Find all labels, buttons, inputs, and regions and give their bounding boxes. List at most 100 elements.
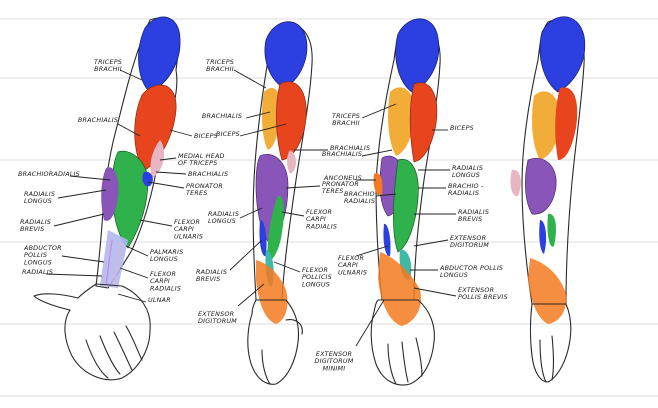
arm-1-flexor-carpi-radialis-leader — [119, 267, 149, 279]
label-line: BRACHIO - — [344, 190, 380, 198]
label-line: RADIALIS — [24, 190, 55, 198]
arm-3-brachialis-leader — [361, 149, 393, 157]
label-line: ULNAR — [148, 296, 171, 304]
label-line: RADIALIS — [208, 210, 239, 218]
arm-1-brachioradialis-leader — [69, 175, 111, 181]
label-line: PRONATOR — [186, 182, 223, 190]
arm-3-extensor-digitorum-minimi-leader — [355, 299, 385, 347]
arm-1-flexor-carpi-ulnaris-leader — [139, 219, 173, 227]
arm-2-orange — [256, 260, 288, 324]
arm-4-triceps — [532, 91, 560, 160]
arm-1-radialis-brevis-leader — [53, 213, 105, 227]
arm-3-triceps-brachii-leader — [361, 103, 397, 119]
label-line: TRICEPS — [332, 112, 360, 120]
arm-1-pronator-teres-leader — [147, 181, 185, 189]
label-line: BRACHIORADIALIS — [18, 170, 80, 178]
label-line: BREVIS — [458, 215, 482, 223]
arm-1-label-radialis: RADIALIS — [22, 268, 53, 276]
label-line: LONGUS — [24, 197, 52, 205]
label-line: TRICEPS — [94, 58, 122, 66]
label-line: RADIALIS — [452, 164, 483, 172]
arm-4-hand — [529, 303, 572, 383]
arm-3-orange-tendons — [378, 252, 422, 326]
label-line: RADIALIS — [344, 197, 375, 205]
arm-3-blue-low — [383, 223, 391, 257]
label-line: LONGUS — [24, 258, 52, 266]
label-line: DIGITORUM — [450, 241, 489, 249]
label-line: BICEPS — [216, 130, 240, 138]
label-line: ULNARIS — [174, 232, 203, 240]
label-line: LONGUS — [440, 271, 468, 279]
label-line: DIGITORUM — [314, 357, 353, 365]
label-line: ANCONEUS — [323, 174, 362, 182]
arm-2-radialis-brevis-leader — [229, 239, 263, 271]
arm-1-triceps-brachii-leader — [119, 69, 143, 81]
arm-2-label-brachialis: BRACHIALIS — [202, 112, 242, 120]
label-line: PRONATOR — [322, 180, 359, 188]
label-line: FLEXOR — [306, 208, 332, 216]
arm-1-radialis-longus-leader — [57, 189, 107, 199]
arm-2-radialis-longus-leader — [239, 207, 263, 219]
label-line: ULNARIS — [338, 268, 367, 276]
arm-1-label-biceps: BICEPS — [194, 132, 218, 140]
label-line: BREVIS — [196, 275, 220, 283]
arm-4-figure — [510, 16, 586, 383]
label-line: CARPI — [174, 225, 194, 233]
label-line: BICEPS — [450, 124, 474, 132]
arm-4-blue-low — [539, 220, 547, 254]
label-line: BRACHIALIS — [322, 150, 362, 158]
label-line: EXTENSOR — [198, 310, 234, 318]
label-line: BICEPS — [194, 132, 218, 140]
arm-3-flexor-carpi-ulnaris-leader — [355, 245, 389, 257]
label-line: BRACHIALIS — [188, 170, 228, 178]
arm-2-label-biceps: BICEPS — [216, 130, 240, 138]
label-line: RADIALIS — [22, 268, 53, 276]
arm-1-brachialis-leader — [117, 123, 141, 137]
arm-1-brachialis-2-leader — [155, 171, 187, 175]
label-line: EXTENSOR — [316, 350, 352, 358]
label-line: LONGUS — [302, 280, 330, 288]
arm-2-flexor-carpi-radialis-leader — [281, 211, 305, 217]
arm-4-biceps — [555, 87, 578, 160]
arm-3-deltoid — [395, 18, 440, 93]
arm-3-label-anconeus: ANCONEUS — [323, 174, 362, 182]
label-line: BRACHIALIS — [202, 112, 242, 120]
arm-3-orange-elbow — [373, 173, 383, 196]
label-line: EXTENSOR — [450, 234, 486, 242]
arm-3-biceps — [409, 82, 438, 163]
arm-2-extensor-digitorum-leader — [237, 283, 265, 307]
arm-1-label-brachialis: BRACHIALIS — [78, 116, 118, 124]
arm-2-brachialis-leader — [245, 111, 271, 119]
arm-2-flexor-pollicis-longus-leader — [273, 261, 301, 273]
label-line: BRACHII — [206, 65, 234, 73]
label-line: LONGUS — [452, 171, 480, 179]
label-line: DIGITORUM — [198, 317, 237, 325]
label-line: MINIMI — [323, 364, 346, 372]
label-line: BRACHII — [94, 65, 122, 73]
arm-3-hand — [370, 299, 435, 386]
label-line: RADIALIS — [150, 284, 181, 292]
label-line: RADIALIS — [458, 208, 489, 216]
label-line: CARPI — [338, 261, 358, 269]
arm-1-biceps-leader — [169, 129, 193, 137]
leader-lines — [45, 69, 457, 347]
arm-4-pink — [510, 169, 521, 197]
arm-2-biceps — [276, 81, 307, 161]
label-line: ABDUCTOR POLLIS — [439, 264, 503, 272]
label-line: RADIALIS — [20, 218, 51, 226]
label-line: BREVIS — [20, 225, 44, 233]
arm-2-triceps — [261, 88, 280, 150]
